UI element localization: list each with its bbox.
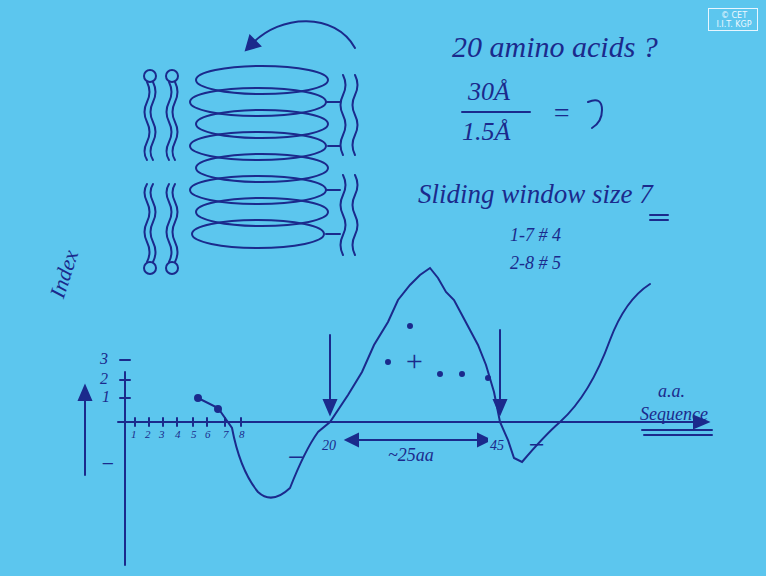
handwritten-label: Sliding window size 7 [418,180,653,210]
handwritten-label: 1 [102,388,110,406]
handwritten-label: 2 [145,428,151,440]
handwritten-label: − [286,440,306,473]
handwritten-label: 20 amino acids ? [452,30,658,63]
handwritten-label: 8 [237,428,247,440]
handwritten-label: Index [45,247,83,301]
handwritten-label: a.a. [658,382,685,402]
handwritten-label: 6 [203,428,213,440]
watermark-box: © CET I.I.T. KGP [708,8,758,31]
handwritten-label: = [552,98,571,129]
handwritten-label: − [527,430,546,461]
handwritten-label: Sequence [640,405,708,425]
handwritten-label: + [404,344,424,377]
handwritten-label: ~25aa [388,446,434,466]
watermark-text: © CET I.I.T. KGP [712,11,756,29]
handwritten-label: 3 [100,350,108,368]
handwritten-label: 30Å [468,78,510,107]
handwritten-label: 1-7 # 4 [510,226,561,246]
handwritten-label: 20 [320,438,338,453]
handwritten-label: − [100,452,115,476]
handwritten-label: 1.5Å [462,118,510,147]
handwritten-label: 2 [100,370,108,388]
handwritten-label: 4 [173,428,183,440]
handwritten-label: 1 [131,428,137,440]
handwritten-label: 2-8 # 5 [510,254,561,274]
handwritten-label: 45 [488,438,506,453]
handwritten-label: 7 [221,428,231,440]
handwritten-label: 5 [189,428,199,440]
handwritten-label: 3 [159,428,165,440]
